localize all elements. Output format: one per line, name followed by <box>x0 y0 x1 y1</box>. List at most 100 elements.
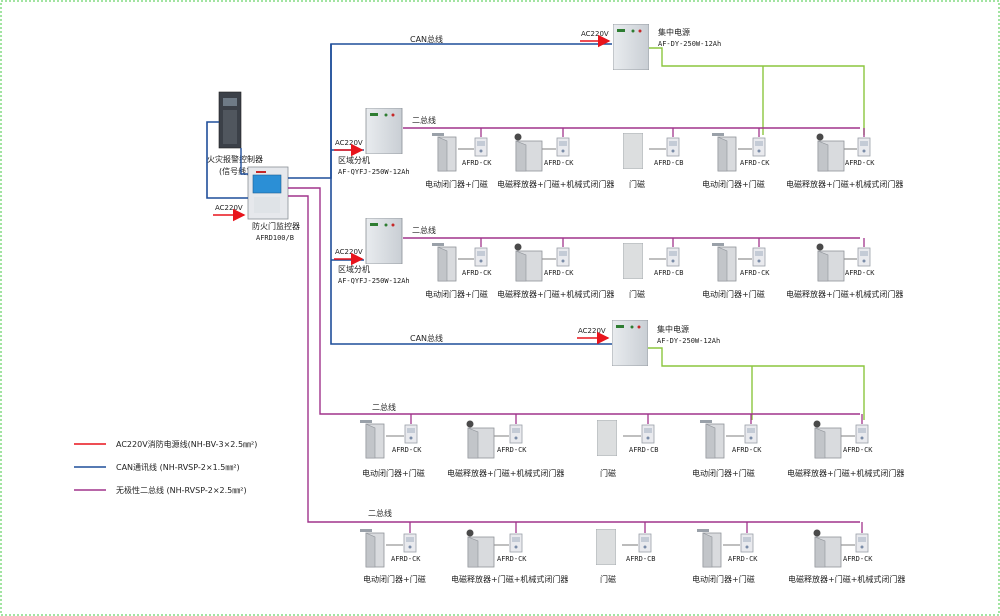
control-unit-icon <box>641 424 655 444</box>
caption-electromagnetic: 电磁释放器+门磁+机械式闭门器 <box>787 468 904 478</box>
row3-bus-label: 二总线 <box>372 402 396 412</box>
door-closer-icon <box>360 420 385 459</box>
row4-bus-label: 二总线 <box>368 508 392 518</box>
control-unit-label: AFRD-CK <box>497 446 527 454</box>
door-magnet-icon <box>597 420 617 456</box>
caption-electromagnetic: 电磁释放器+门磁+机械式闭门器 <box>447 468 564 478</box>
control-unit-label: AFRD-CB <box>626 555 656 563</box>
control-unit-label: AFRD-CK <box>740 269 770 277</box>
electromagnetic-release-icon <box>466 529 495 568</box>
psu-model-mid: AF-DY-250W-12Ah <box>657 337 720 345</box>
device-row-3: AFRD-CK 电动闭门器+门磁 AFRD-CK 电磁释放器+门磁+机械式闭门器 AFR… <box>360 414 904 478</box>
branch2-name: 区域分机 <box>338 264 370 274</box>
control-unit-label: AFRD-CB <box>654 269 684 277</box>
door-closer-icon <box>712 243 737 282</box>
door-closer-icon <box>432 243 457 282</box>
psu-ac-label-mid: AC220V <box>578 327 606 335</box>
control-unit-label: AFRD-CK <box>462 269 492 277</box>
control-unit-icon <box>556 137 570 157</box>
caption-electromagnetic: 电磁释放器+门磁+机械式闭门器 <box>451 574 568 584</box>
can-bus-label-top: CAN总线 <box>410 34 443 44</box>
branch2-model: AF-QYFJ-250W-12Ah <box>338 277 410 285</box>
can-trunk-2 <box>330 44 612 345</box>
signal-line-b <box>240 148 248 175</box>
control-unit-icon <box>752 247 766 267</box>
control-unit-icon <box>474 247 488 267</box>
branch1-bus-label: 二总线 <box>412 115 436 125</box>
electromagnetic-release-icon <box>813 420 842 459</box>
door-monitor-device <box>247 166 289 220</box>
control-unit-icon <box>855 424 869 444</box>
caption-magnet: 门磁 <box>629 179 645 189</box>
control-unit-icon <box>666 137 680 157</box>
branch1-model: AF-QYFJ-250W-12Ah <box>338 168 410 176</box>
legend-bus-label: 无极性二总线 (NH-RVSP-2×2.5㎜²) <box>116 485 247 495</box>
control-unit-label: AFRD-CK <box>392 446 422 454</box>
door-magnet-icon <box>623 133 643 169</box>
legend-can-label: CAN通讯线 (NH-RVSP-2×1.5㎜²) <box>116 462 240 472</box>
fire-alarm-controller <box>218 91 242 149</box>
control-unit-icon <box>638 533 652 553</box>
fire-alarm-controller-label: 火灾报警控制器 <box>207 154 263 164</box>
branch2-ac: AC220V <box>335 248 363 256</box>
control-unit-icon <box>752 137 766 157</box>
control-unit-icon <box>556 247 570 267</box>
caption-door-closer: 电动闭门器+门磁 <box>692 574 755 584</box>
control-unit-icon <box>403 533 417 553</box>
monitor-model: AFRD100/B <box>256 234 294 242</box>
caption-electromagnetic: 电磁释放器+门磁+机械式闭门器 <box>497 179 614 189</box>
control-unit-label: AFRD-CK <box>740 159 770 167</box>
caption-door-closer: 电动闭门器+门磁 <box>692 468 755 478</box>
control-unit-label: AFRD-CK <box>843 555 873 563</box>
control-unit-icon <box>740 533 754 553</box>
control-unit-label: AFRD-CK <box>845 159 875 167</box>
control-unit-icon <box>855 533 869 553</box>
control-unit-label: AFRD-CB <box>629 446 659 454</box>
control-unit-icon <box>509 533 523 553</box>
central-power-top <box>613 24 649 70</box>
psu-model-top: AF-DY-250W-12Ah <box>658 40 721 48</box>
monitor-bus-3 <box>288 187 860 415</box>
electromagnetic-release-icon <box>514 133 543 172</box>
control-unit-icon <box>509 424 523 444</box>
door-closer-icon <box>432 133 457 172</box>
power-line-mid <box>648 347 865 420</box>
caption-electromagnetic: 电磁释放器+门磁+机械式闭门器 <box>786 289 903 299</box>
control-unit-label: AFRD-CK <box>391 555 421 563</box>
can-bus-label-mid: CAN总线 <box>410 333 443 343</box>
psu-name-mid: 集中电源 <box>657 324 689 334</box>
device-row-1: AFRD-CK 电动闭门器+门磁 AFRD-CK 电磁释放器+门磁+机械式闭门器 AFR… <box>425 128 903 189</box>
caption-door-closer: 电动闭门器+门磁 <box>425 289 488 299</box>
control-unit-label: AFRD-CK <box>544 269 574 277</box>
caption-electromagnetic: 电磁释放器+门磁+机械式闭门器 <box>497 289 614 299</box>
control-unit-label: AFRD-CB <box>654 159 684 167</box>
caption-door-closer: 电动闭门器+门磁 <box>425 179 488 189</box>
caption-electromagnetic: 电磁释放器+门磁+机械式闭门器 <box>786 179 903 189</box>
psu-ac-label-top: AC220V <box>581 30 609 38</box>
control-unit-icon <box>857 247 871 267</box>
door-closer-icon <box>697 529 722 568</box>
caption-magnet: 门磁 <box>600 468 616 478</box>
psu-name-top: 集中电源 <box>658 27 690 37</box>
electromagnetic-release-icon <box>816 243 845 282</box>
control-unit-label: AFRD-CK <box>462 159 492 167</box>
control-unit-label: AFRD-CK <box>544 159 574 167</box>
control-unit-label: AFRD-CK <box>497 555 527 563</box>
control-unit-label: AFRD-CK <box>843 446 873 454</box>
central-power-mid <box>612 320 648 366</box>
door-magnet-icon <box>596 529 616 565</box>
signal-line <box>206 121 248 199</box>
control-unit-label: AFRD-CK <box>845 269 875 277</box>
device-row-2: AFRD-CK 电动闭门器+门磁 AFRD-CK 电磁释放器+门磁+机械式闭门器 AFR… <box>425 238 903 299</box>
branch1-name: 区域分机 <box>338 155 370 165</box>
monitor-ac-label: AC220V <box>215 204 243 212</box>
branch2-bus-label: 二总线 <box>412 225 436 235</box>
device-row-4: AFRD-CK 电动闭门器+门磁 AFRD-CK 电磁释放器+门磁+机械式闭门器 AFR… <box>360 522 905 584</box>
electromagnetic-release-icon <box>813 529 842 568</box>
branch-unit-2 <box>365 218 403 264</box>
caption-door-closer: 电动闭门器+门磁 <box>702 179 765 189</box>
legend-ac-label: AC220V消防电源线(NH-BV-3×2.5㎜²) <box>116 439 257 449</box>
control-unit-icon <box>744 424 758 444</box>
